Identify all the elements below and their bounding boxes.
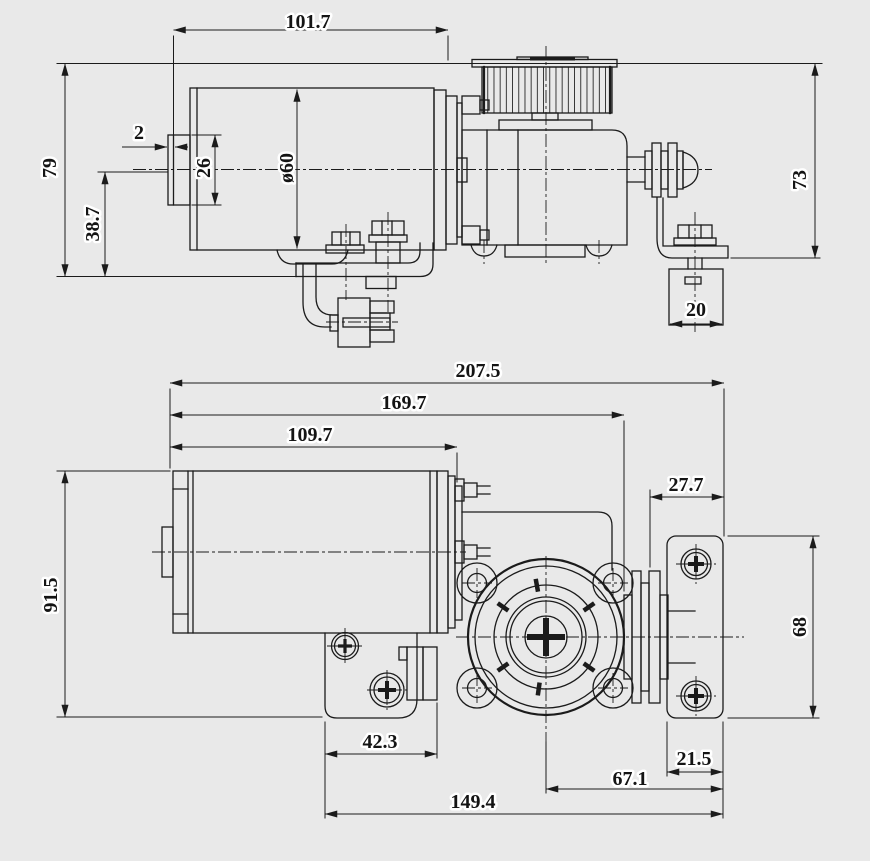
dim-overall-width: 91.5 xyxy=(40,578,62,613)
coupling-flange xyxy=(433,89,490,251)
bracket-screw-large xyxy=(369,672,405,708)
ear-lobes xyxy=(456,562,634,709)
bottom-view: 207.5 169.7 109.7 91.5 27.7 68 42.3 xyxy=(38,358,820,819)
center-screw-phillips xyxy=(527,618,565,656)
gearbox-side-view xyxy=(461,129,628,258)
dim-mount-span: 149.4 xyxy=(451,791,496,813)
output-flange-plan xyxy=(623,570,696,704)
centerlines-top xyxy=(133,46,712,332)
dim-plate-width: 21.5 xyxy=(677,748,712,770)
dim-top-bracket-height: 73 xyxy=(789,170,811,190)
dim-top-diameter: ø60 xyxy=(276,153,298,183)
left-mount-bracket xyxy=(295,220,434,290)
dimensions-top: 101.7 79 73 2 26 ø60 38.7 xyxy=(37,9,823,328)
output-shaft-side xyxy=(626,142,699,198)
dim-overall-length: 207.5 xyxy=(456,360,501,382)
dimensions-bottom: 207.5 169.7 109.7 91.5 27.7 68 42.3 xyxy=(38,358,820,819)
face-ribs xyxy=(496,578,596,696)
dim-center-to-plate: 67.1 xyxy=(613,768,648,790)
dim-flange-length: 169.7 xyxy=(382,392,427,414)
input-flange-screws xyxy=(454,478,491,564)
plate-screw-bottom xyxy=(680,680,712,712)
bracket-screw-small xyxy=(330,631,360,661)
dim-bracket-width: 42.3 xyxy=(363,731,398,753)
dim-top-overall-height: 79 xyxy=(39,158,61,178)
dim-top-axis-height: 38.7 xyxy=(82,207,104,242)
dim-motor-length: 109.7 xyxy=(288,424,333,446)
top-view: 101.7 79 73 2 26 ø60 38.7 xyxy=(37,9,823,348)
plate-screw-top xyxy=(680,548,712,580)
mount-plate-plan xyxy=(666,535,724,719)
belt-pulley xyxy=(471,56,618,131)
wire-connector xyxy=(329,297,395,348)
gearbox-plan-housing xyxy=(461,511,613,571)
dim-top-boss-height: 26 xyxy=(193,158,215,178)
dim-flange-to-plate: 27.7 xyxy=(669,474,704,496)
dim-top-rib: 2 xyxy=(134,122,144,144)
dim-top-length: 101.7 xyxy=(286,11,331,33)
bottom-bracket-plan xyxy=(324,631,438,719)
dim-top-nut-width: 20 xyxy=(686,299,706,321)
dim-plate-height: 68 xyxy=(789,617,811,637)
